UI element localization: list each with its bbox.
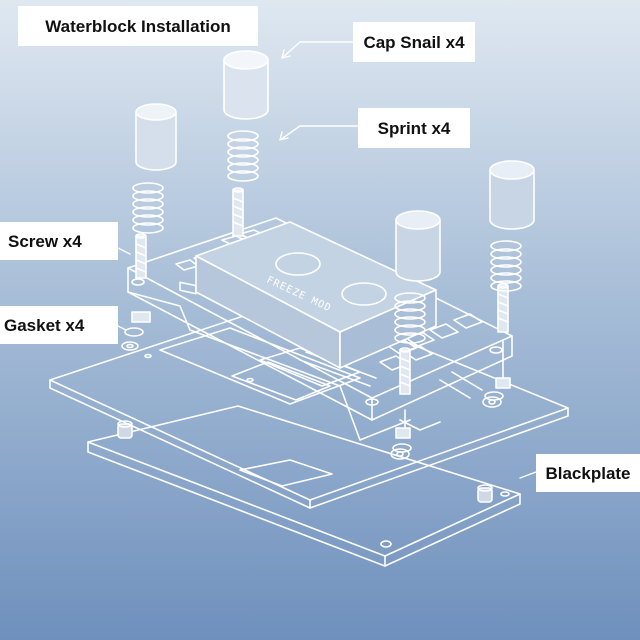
gasket-label: Gasket x4 xyxy=(0,306,118,344)
spring xyxy=(394,292,426,344)
screw-group xyxy=(131,187,511,439)
screw-leader xyxy=(117,247,131,255)
cap-nut xyxy=(395,210,441,282)
backplate-leader xyxy=(519,471,537,479)
gasket-text: Gasket x4 xyxy=(4,315,85,335)
cap-nut xyxy=(223,50,269,120)
spring xyxy=(490,240,522,292)
cap-nut xyxy=(489,160,535,230)
mounting-bracket xyxy=(127,217,513,441)
cap-nut-group xyxy=(135,50,535,282)
gasket-leader xyxy=(117,325,127,331)
screw-label: Screw x4 xyxy=(0,222,118,260)
spring-group xyxy=(132,130,522,344)
sprint-label: Sprint x4 xyxy=(358,108,470,148)
leader-lines xyxy=(117,41,537,479)
cap-snail-text: Cap Snail x4 xyxy=(363,32,465,52)
gasket xyxy=(392,443,412,453)
water-block xyxy=(195,221,437,369)
screw xyxy=(232,187,244,237)
gasket xyxy=(484,391,504,401)
gasket-group xyxy=(124,327,504,453)
screw xyxy=(131,233,151,323)
screw xyxy=(495,283,511,389)
spring xyxy=(132,182,164,234)
cap-nut xyxy=(135,103,177,171)
cap-snail-leader xyxy=(281,41,354,59)
gasket xyxy=(124,327,144,337)
page-title: Waterblock Installation xyxy=(45,16,231,36)
cap-snail-label: Cap Snail x4 xyxy=(353,22,475,62)
sprint-leader xyxy=(279,125,359,141)
title-label: Waterblock Installation xyxy=(18,6,258,46)
backplate xyxy=(87,405,521,567)
sprint-text: Sprint x4 xyxy=(377,118,451,138)
backplate-label: Blackplate xyxy=(536,454,640,492)
screw xyxy=(395,347,411,439)
backplate-text: Blackplate xyxy=(545,463,631,483)
spring xyxy=(227,130,259,182)
screw-text: Screw x4 xyxy=(8,231,82,251)
